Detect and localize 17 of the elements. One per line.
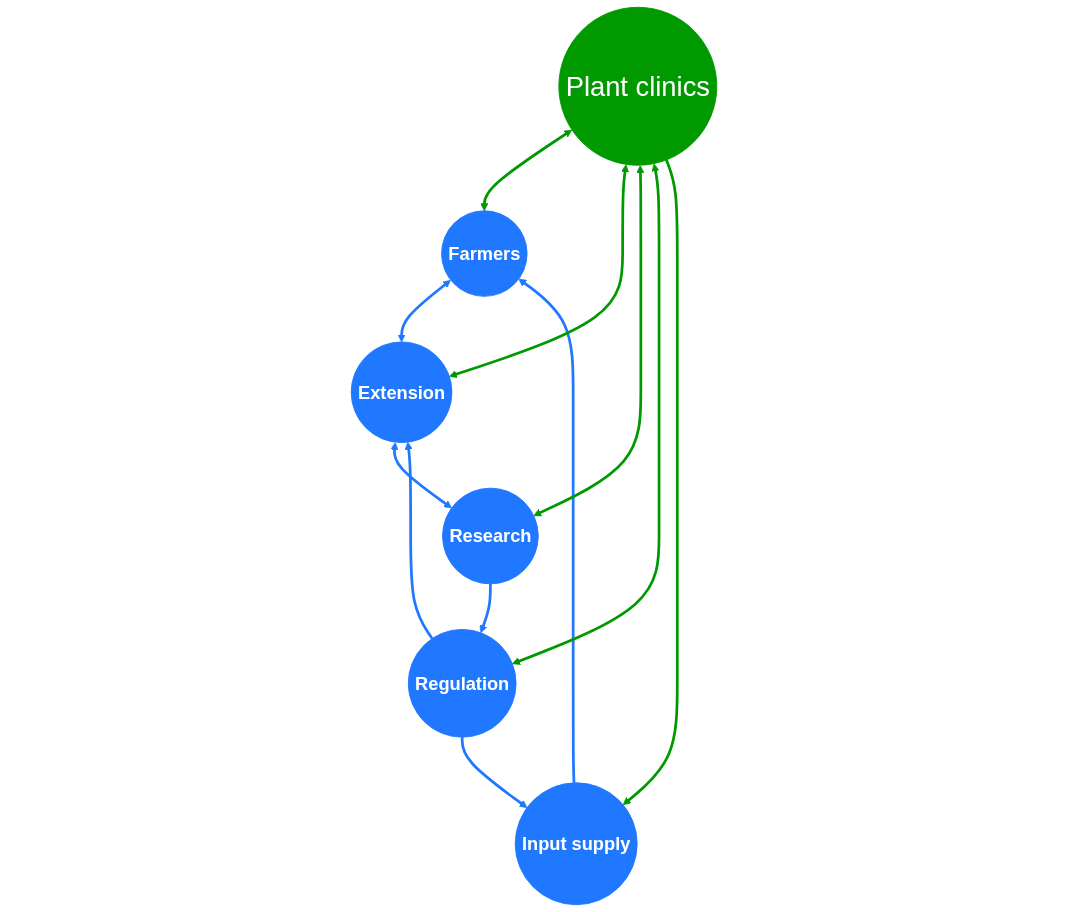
node-circle: Research (442, 487, 539, 585)
arrow (622, 159, 679, 806)
node-circle: Regulation (407, 628, 517, 738)
node-circle: Extension (350, 341, 453, 444)
arrow (480, 129, 573, 212)
arrow (512, 163, 661, 665)
arrow (479, 583, 492, 634)
arrow (449, 164, 629, 378)
arrow (460, 737, 528, 808)
node-circle: Farmers (441, 210, 528, 297)
arrow (533, 165, 645, 517)
arrow (397, 280, 451, 343)
node-circle: Input supply (514, 782, 638, 906)
node-circle: Plant clinics (558, 6, 718, 166)
arrow (518, 278, 576, 783)
arrow (404, 441, 434, 640)
arrow (390, 442, 452, 509)
